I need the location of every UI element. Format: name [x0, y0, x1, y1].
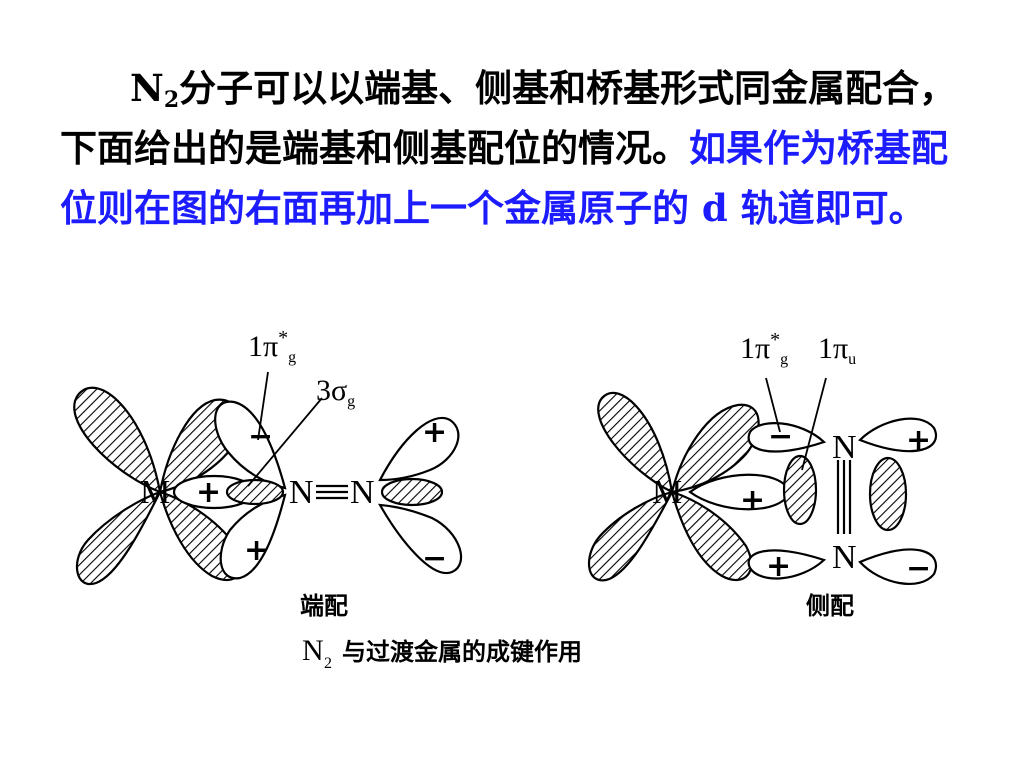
right-pi-u-label: 1πu	[818, 332, 856, 368]
left-sigma-label: 3σg	[316, 374, 355, 410]
side-n-upper-lobe	[858, 417, 937, 453]
right-pi-star-label: 1π*g	[740, 329, 788, 368]
left-n2-label: N	[350, 474, 375, 511]
metal-d-lobe-lower-right-r	[670, 490, 753, 582]
right-minus-upper: −	[768, 419, 793, 454]
end-on-diagram	[73, 371, 463, 586]
metal-d-lobe-upper-left-r	[597, 391, 674, 494]
right-plus-lower: +	[766, 549, 791, 584]
caption-sub: 2	[324, 655, 332, 672]
text-blue: 如果作为桥基配位则在图的右面再加上一个金属原子的 d 轨道即可。	[60, 126, 948, 230]
left-metal-label: M	[140, 474, 170, 511]
sigma-lobe-inner	[225, 478, 285, 506]
right-n2-label: N	[832, 539, 857, 576]
left-n1-label: N	[289, 474, 314, 511]
side-pi-star-lower	[747, 549, 827, 580]
right-minus-right: −	[906, 551, 931, 586]
left-minus-right: −	[422, 541, 447, 576]
side-pi-u-lobe-left	[782, 454, 818, 526]
side-on-diagram	[587, 377, 937, 585]
left-plus-sigma: +	[196, 475, 221, 510]
left-plus-right: +	[422, 415, 447, 450]
text-black: 分子可以以端基、侧基和桥基形式同金属配合，下面给出的是端基和侧基配位的情况。	[60, 66, 957, 170]
right-n-lobe-lower	[378, 503, 463, 575]
figure-caption: N 2 与过渡金属的成键作用	[302, 634, 582, 672]
n2-symbol: N2	[130, 66, 180, 113]
caption-n: N	[302, 634, 324, 667]
right-n-lobe-upper	[378, 417, 460, 482]
right-plus-center: +	[740, 483, 765, 518]
side-pi-u-lobe-right	[868, 456, 908, 532]
caption-text: 与过渡金属的成键作用	[342, 638, 582, 666]
side-n-lower-lobe	[858, 548, 937, 585]
left-caption: 端配	[300, 592, 348, 620]
left-pi-star-label: 1π*g	[248, 327, 296, 366]
side-pi-star-upper	[747, 422, 827, 453]
pi-star-lobe-lower	[219, 493, 287, 580]
pi-star-lobe-upper	[214, 400, 287, 490]
metal-d-lobe-lower-left	[75, 490, 163, 586]
left-minus-upper: −	[248, 419, 273, 454]
right-caption: 侧配	[806, 592, 854, 620]
right-plus-right: +	[906, 423, 931, 458]
metal-d-lobe-lower-left-r	[587, 490, 675, 582]
metal-d-lobe-upper-right-r	[670, 403, 760, 494]
right-n-lobe-hatched	[380, 477, 444, 507]
left-plus-lower: +	[244, 533, 269, 568]
right-n1-label: N	[832, 429, 857, 466]
metal-d-lobe-upper-left	[73, 386, 162, 494]
right-metal-label: M	[652, 474, 682, 511]
description-paragraph: N2分子可以以端基、侧基和桥基形式同金属配合，下面给出的是端基和侧基配位的情况。…	[60, 58, 960, 238]
